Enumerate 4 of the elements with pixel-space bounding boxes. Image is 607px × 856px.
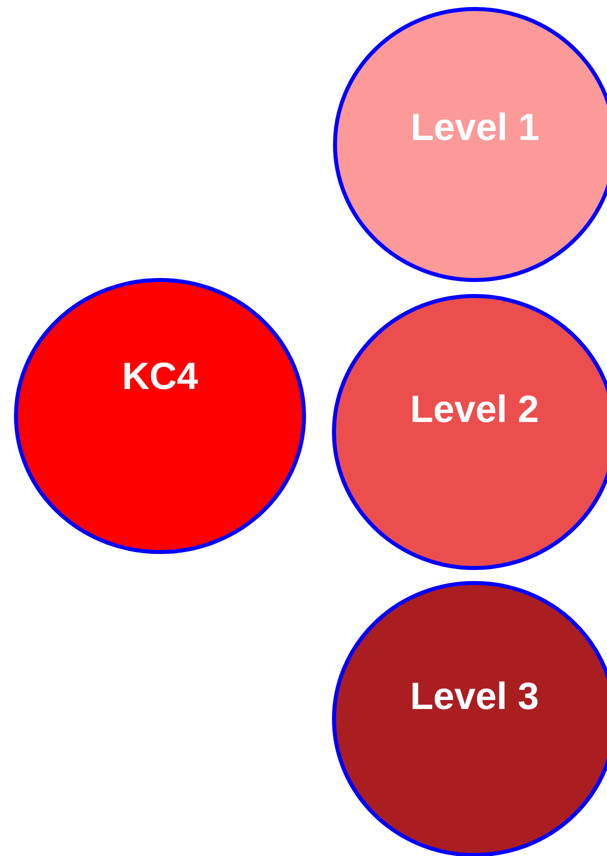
- node-label: Level 1: [410, 106, 540, 150]
- node-label: Level 3: [409, 674, 540, 719]
- node-label: KC4: [120, 355, 200, 400]
- node-label: Level 2: [409, 388, 540, 432]
